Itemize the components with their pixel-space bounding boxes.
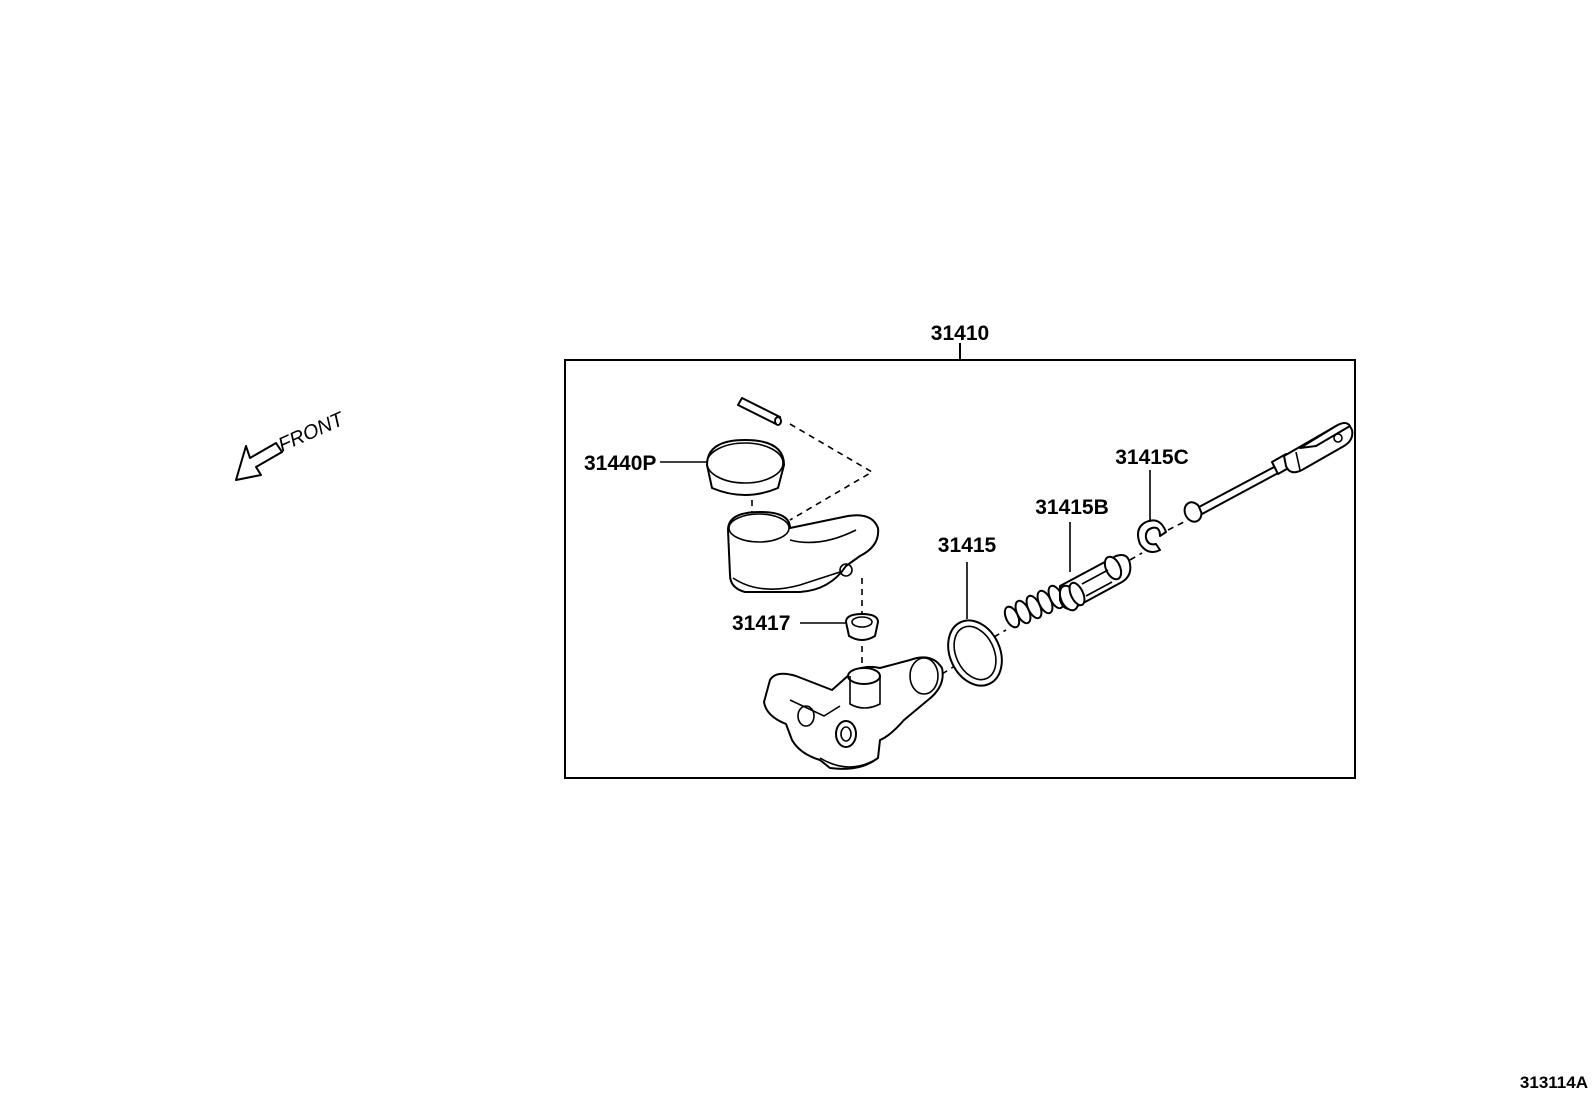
ring-seal-label: 31415 — [938, 534, 997, 557]
snapring-guide-line — [1167, 521, 1185, 531]
assembly-frame: 31410 — [564, 322, 1356, 779]
push-rod — [1183, 422, 1354, 523]
front-arrow-icon — [235, 442, 283, 481]
reservoir-cap-label: 31440P — [584, 452, 656, 475]
pin — [737, 397, 782, 426]
master-cylinder-body — [763, 656, 944, 770]
snap-ring-label: 31415C — [1115, 446, 1189, 469]
ring-seal: 31415 — [938, 534, 1003, 687]
reservoir — [727, 511, 880, 593]
spring — [1003, 584, 1065, 629]
grommet-label: 31417 — [732, 612, 790, 635]
piston-guide-line — [1129, 552, 1143, 561]
reservoir-cap: 31440P — [584, 439, 785, 496]
front-indicator: FRONT — [235, 408, 349, 481]
figure-code: 313114A — [1520, 1073, 1588, 1092]
grommet: 31417 — [732, 612, 879, 641]
front-label: FRONT — [275, 408, 348, 457]
snap-ring: 31415C — [1115, 446, 1189, 553]
ring-guide-line — [993, 629, 1007, 638]
piston-kit-label: 31415B — [1035, 496, 1109, 519]
piston-kit: 31415B — [1003, 496, 1132, 629]
pin-guide-line — [789, 423, 874, 521]
assembly-border — [564, 359, 1356, 779]
piston — [1058, 554, 1132, 612]
assembly-part-number: 31410 — [931, 322, 989, 345]
